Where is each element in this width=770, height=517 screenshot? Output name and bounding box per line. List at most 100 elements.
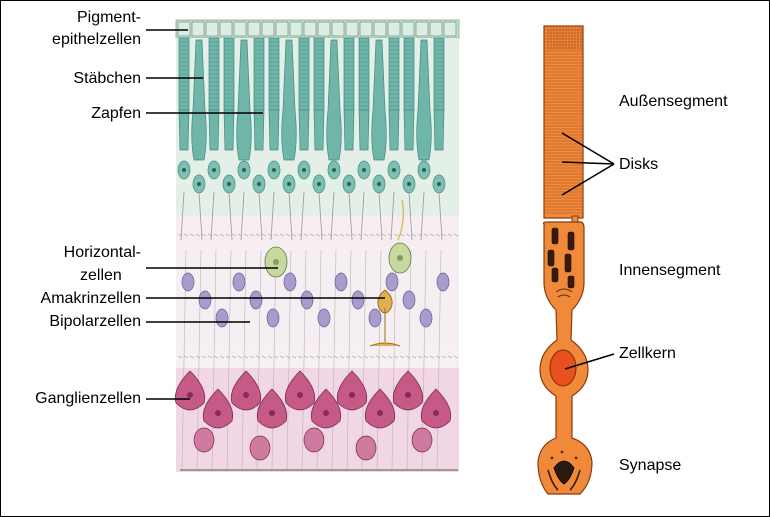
plexiform-fiber [423,355,429,359]
pigment-cell [303,21,317,37]
ganglion-cell [392,370,424,411]
plexiform-fiber [309,355,315,359]
ganglion-nucleus [187,392,193,398]
ganglion-nucleus [297,392,303,398]
plexiform-fiber [219,355,225,359]
ganglion-cell [364,388,396,429]
plexiform-fiber [297,355,303,359]
ganglion-cell [284,370,316,411]
plexiform-fiber [375,233,381,237]
pigment-cell [317,21,331,37]
fiber [301,249,307,471]
plexiform-fiber [333,233,339,237]
rod-inner [403,109,415,151]
horizontal-cell-nucleus [273,259,279,265]
plexiform-fiber [201,355,207,359]
rod-disk-stack [545,27,582,214]
amacrine-cells [369,199,404,347]
synaptic-ribbon [553,460,575,485]
fiber [180,191,185,241]
fiber [240,191,245,241]
synapse-dendrite-right [569,469,581,491]
fiber [198,191,203,241]
plexiform-fiber [213,355,219,359]
ganglion-cell [202,388,234,429]
fiber [330,191,335,241]
rod-inner [313,109,325,151]
rod-nucleus [549,349,577,387]
plexiform-fiber [363,355,369,359]
ganglion-nucleus [243,392,249,398]
plexiform-fiber [405,233,411,237]
right-leader-lines [561,132,615,370]
plexiform-fiber [237,355,243,359]
ganglion-cell [420,388,452,429]
photoreceptor-nucleolus [272,168,276,172]
plexiform-fiber [177,355,183,359]
rod-synaptic-terminal [547,450,581,491]
plexiform-fiber [423,233,429,237]
plexiform-fiber [249,355,255,359]
ganglion-cell [174,370,206,411]
plexiform-fiber [387,355,393,359]
label-pigment-line2: epithelzellen [52,31,141,48]
plexiform-fiber [189,355,195,359]
plexiform-fiber [399,355,405,359]
pigment-cell [373,21,387,37]
pigment-cell [345,21,359,37]
label-nucleus: Zellkern [619,345,676,362]
plexiform-fiber [351,355,357,359]
plexiform-fiber [315,355,321,359]
fiber [331,249,337,471]
plexiform-fiber [177,233,183,237]
plexiform-fiber [195,355,201,359]
horizontal-cells [264,242,412,278]
plexiform-fiber [351,233,357,237]
plexiform-fiber [453,355,459,359]
fiber [210,191,215,241]
mitochondrion [551,227,559,245]
photoreceptor-nucleolus [227,182,231,186]
plexiform-fiber [207,355,213,359]
cone-cell [371,39,387,161]
bipolar-cell [419,308,433,328]
horizontal-cell-nucleus [397,255,403,261]
plexiform-fiber [321,233,327,237]
plexiform-fiber [369,233,375,237]
plexiform-fiber [303,355,309,359]
plexiform-fiber [297,233,303,237]
ganglion-cell [230,370,262,411]
photoreceptor-nucleolus [347,182,351,186]
fiber [378,191,383,241]
rod-inner [358,109,370,151]
photoreceptor-nucleolus [212,168,216,172]
plexiform-fiber [273,233,279,237]
label-bipolar: Bipolarzellen [49,313,141,330]
axon-fibers [177,191,459,471]
bipolar-cell [351,290,365,310]
photoreceptor-nucleolus [182,168,186,172]
photoreceptor-nucleolus [197,182,201,186]
label-amacrine: Amakrinzellen [40,290,141,307]
ganglion-cell [193,427,215,453]
plexiform-fiber [327,355,333,359]
label-outer-segment: Außensegment [619,93,728,110]
plexiform-fiber [387,233,393,237]
pigment-cell [233,21,247,37]
fiber [271,249,277,471]
fiber [408,191,413,241]
photoreceptor-nucleolus [422,168,426,172]
plexiform-fiber [183,355,189,359]
fiber [361,249,367,471]
rod-inner [268,109,280,151]
plexiform-fiber [285,355,291,359]
pigment-cell [387,21,401,37]
plexiform-fiber [447,355,453,359]
pigment-cell [359,21,373,37]
plexiform-fiber [189,233,195,237]
synapse-dendrite-left [547,469,559,491]
label-horizontal-line1: Horizontal- [63,244,141,261]
plexiform-fiber [375,355,381,359]
